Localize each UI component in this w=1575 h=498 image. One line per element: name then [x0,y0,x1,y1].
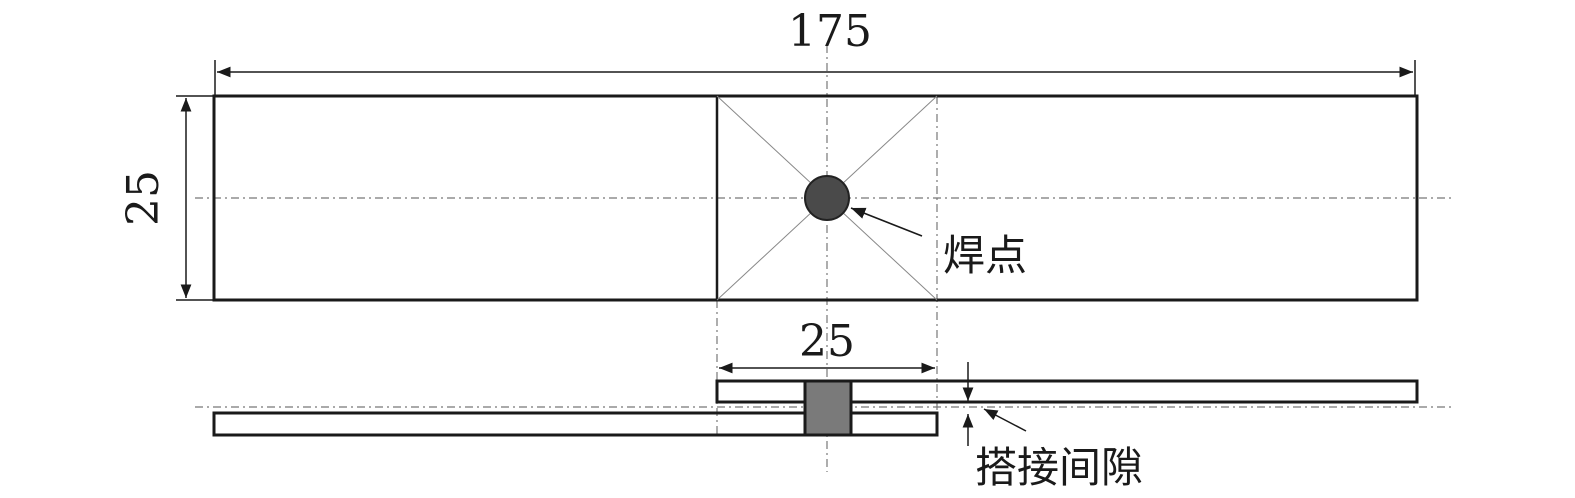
upper-plate [715,379,1419,404]
lap-gap-label: 搭接间隙 [975,443,1143,492]
overlap-label: 25 [799,316,855,367]
lower-plate [212,411,939,437]
length-dimension [214,60,1416,95]
width-label: 25 [118,170,169,226]
weld-spot [804,175,850,221]
lap-gap-dimension [962,362,1027,446]
weld-spot-leader [850,207,923,237]
length-label: 175 [788,6,872,57]
width-dimension [176,95,214,301]
top-view-plate [212,94,1419,302]
weld-spot-label: 焊点 [943,231,1027,280]
weld-nugget-section [803,379,853,437]
